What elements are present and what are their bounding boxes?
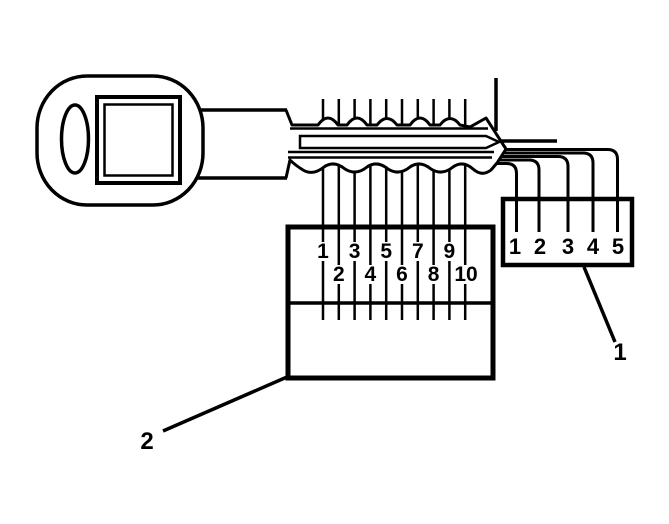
label-plate — [346, 242, 364, 261]
code-position-label-5: 5 — [380, 240, 392, 263]
wire-5 — [475, 148, 619, 232]
callout-2-leader — [162, 375, 288, 433]
connector-pin-label-5: 5 — [612, 234, 624, 259]
key-head-square-inner — [103, 103, 174, 177]
label-plate — [361, 265, 379, 284]
blade-detail-lines — [288, 127, 494, 159]
connector-pin-label-3: 3 — [562, 234, 574, 259]
code-position-label-7: 7 — [412, 240, 424, 263]
connector-pin-label-4: 4 — [587, 234, 600, 259]
code-position-label-1: 1 — [317, 240, 329, 263]
key-shaft — [198, 108, 287, 180]
label-plate — [377, 242, 395, 261]
wire-1 — [475, 162, 518, 232]
callout-1-label: 1 — [613, 339, 626, 366]
label-plate — [393, 265, 411, 284]
code-position-label-8: 8 — [428, 263, 440, 286]
key-head — [35, 74, 205, 207]
connector-pin-label-1: 1 — [509, 234, 521, 259]
wire-3 — [475, 155, 570, 232]
key-head-hole — [59, 103, 91, 175]
connector-pin-labels: 1 2 3 4 5 — [509, 234, 624, 259]
connector-pin-label-2: 2 — [534, 234, 546, 259]
wire-2 — [475, 158, 541, 232]
code-position-label-3: 3 — [349, 240, 361, 263]
callout-2-label: 2 — [140, 428, 153, 455]
label-plate — [425, 265, 443, 284]
label-plate — [314, 242, 332, 261]
label-plate — [330, 265, 348, 284]
connector-box — [500, 196, 635, 268]
code-position-label-10: 10 — [454, 263, 477, 286]
code-position-label-6: 6 — [396, 263, 408, 286]
wires — [475, 148, 619, 232]
cut-position-lines — [321, 150, 467, 320]
key-blade-slot — [298, 134, 502, 150]
code-position-label-9: 9 — [444, 240, 456, 263]
callout-1-leader — [582, 266, 617, 343]
label-plate — [409, 242, 427, 261]
code-box — [285, 224, 496, 381]
wire-4 — [475, 151, 595, 232]
code-box-labels: 1 3 5 7 9 2 4 6 8 10 — [314, 240, 478, 286]
label-plate — [440, 242, 458, 261]
label-plate — [454, 265, 478, 284]
code-position-label-4: 4 — [365, 263, 377, 286]
code-position-label-2: 2 — [333, 263, 345, 286]
key-head-square-outer — [95, 95, 182, 185]
